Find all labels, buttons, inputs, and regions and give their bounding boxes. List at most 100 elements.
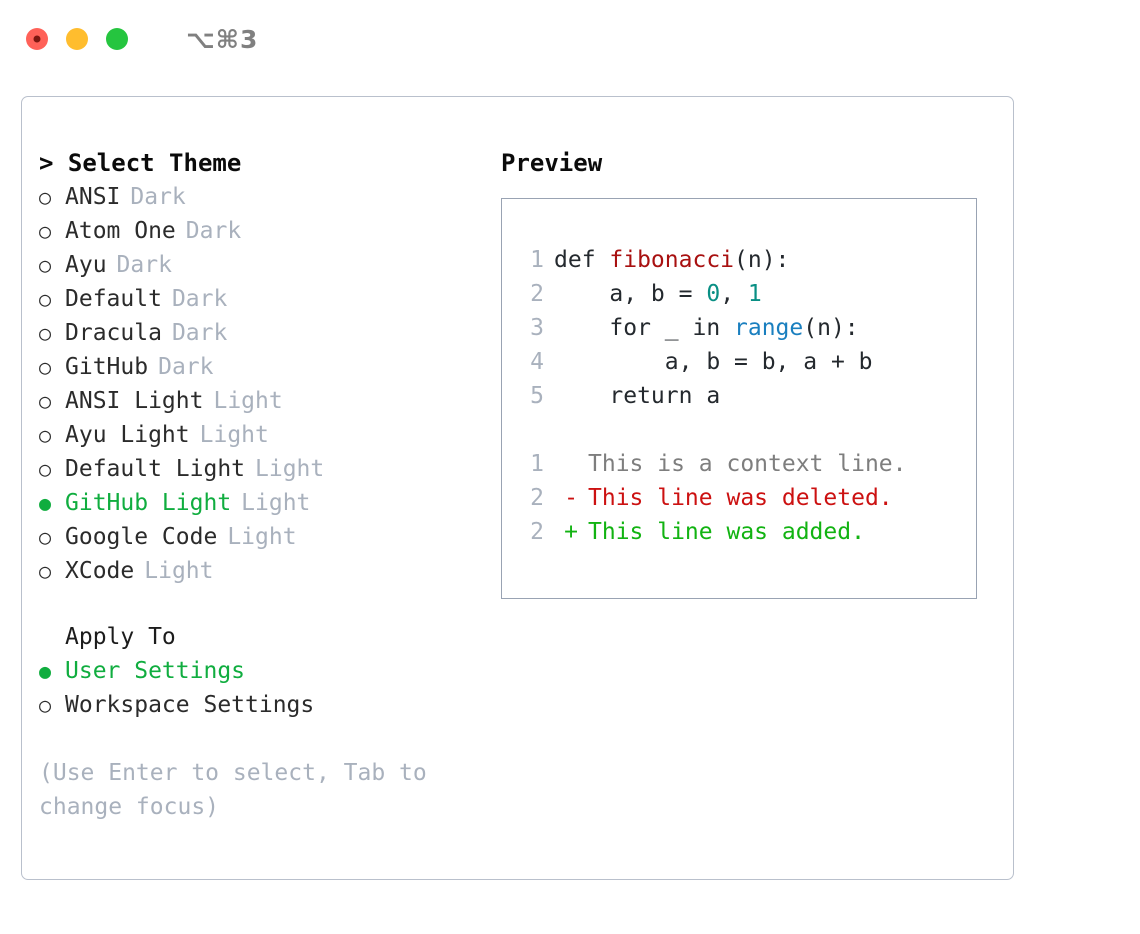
preview-spacer [522, 413, 976, 447]
code-token: a, b = b, a + b [554, 349, 873, 375]
theme-variant-badge: Dark [158, 354, 214, 380]
radio-unselected-icon: ○ [39, 321, 52, 345]
theme-option-github-light[interactable]: ● GitHub Light Light [39, 486, 489, 520]
code-token: def [554, 247, 610, 273]
theme-option-label: GitHub Light [65, 490, 232, 516]
radio-unselected-icon: ○ [39, 389, 52, 413]
theme-variant-badge: Light [199, 422, 269, 448]
theme-option-default-light[interactable]: ○ Default Light Light [39, 452, 489, 486]
radio-unselected-icon: ○ [39, 559, 52, 583]
radio-unselected-icon: ○ [39, 423, 52, 447]
theme-option-label: XCode [65, 558, 135, 584]
code-token: 1 [747, 281, 762, 307]
code-line-content: def fibonacci(n): [554, 243, 789, 277]
diff-sample: 1 This is a context line.2-This line was… [522, 447, 976, 549]
code-line-content: a, b = b, a + b [554, 345, 873, 379]
diff-marker [554, 447, 588, 481]
code-token: 0 [706, 281, 721, 307]
theme-variant-badge: Dark [130, 184, 186, 210]
window-controls [26, 28, 128, 50]
keyboard-shortcut-label: ⌥⌘3 [186, 24, 259, 54]
code-line-number: 2 [530, 281, 544, 307]
theme-variant-badge: Light [213, 388, 283, 414]
radio-selected-icon: ● [39, 659, 52, 683]
maximize-window-icon[interactable] [106, 28, 128, 50]
select-theme-heading: > Select Theme [39, 149, 242, 177]
theme-variant-badge: Light [241, 490, 311, 516]
radio-unselected-icon: ○ [39, 457, 52, 481]
diff-line-del: 2-This line was deleted. [522, 481, 976, 515]
code-line-number: 1 [530, 247, 544, 273]
diff-marker: - [564, 485, 578, 511]
code-line: 2 a, b = 0, 1 [522, 277, 976, 311]
apply-to-option-workspace-settings[interactable]: ○ Workspace Settings [39, 688, 489, 722]
diff-line-number: 2 [530, 519, 544, 545]
theme-option-label: GitHub [65, 354, 149, 380]
diff-line-number: 2 [530, 485, 544, 511]
theme-option-label: Ayu Light [65, 422, 190, 448]
apply-to-option-label: Workspace Settings [65, 692, 315, 718]
radio-unselected-icon: ○ [39, 253, 52, 277]
theme-option-ayu[interactable]: ○ Ayu Dark [39, 248, 489, 282]
close-window-icon[interactable] [26, 28, 48, 50]
code-token: , [720, 281, 748, 307]
theme-variant-badge: Dark [116, 252, 172, 278]
radio-unselected-icon: ○ [39, 219, 52, 243]
diff-marker: + [564, 519, 578, 545]
theme-variant-badge: Dark [171, 320, 228, 346]
code-line: 4 a, b = b, a + b [522, 345, 976, 379]
radio-selected-icon: ● [39, 491, 52, 515]
apply-to-heading: Apply To [65, 624, 176, 650]
minimize-window-icon[interactable] [66, 28, 88, 50]
theme-option-label: Ayu [65, 252, 107, 278]
code-line: 5 return a [522, 379, 976, 413]
theme-option-label: Default Light [65, 456, 246, 482]
radio-unselected-icon: ○ [39, 287, 52, 311]
diff-line-context: 1 This is a context line. [522, 447, 976, 481]
apply-to-option-user-settings[interactable]: ●User Settings [39, 654, 489, 688]
theme-option-xcode[interactable]: ○ XCode Light [39, 554, 489, 588]
radio-unselected-icon: ○ [39, 693, 52, 717]
diff-line-number: 1 [530, 451, 544, 477]
code-token: (n): [803, 315, 859, 341]
code-token: return a [554, 383, 721, 409]
code-line: 1 def fibonacci(n): [522, 243, 976, 277]
theme-option-label: ANSI [65, 184, 121, 210]
code-line-content: for _ in range(n): [554, 311, 859, 345]
radio-unselected-icon: ○ [39, 525, 52, 549]
code-token: fibonacci [609, 247, 735, 273]
code-token: a, b = [554, 281, 707, 307]
apply-to-list[interactable]: ●User Settings ○ Workspace Settings [39, 654, 489, 722]
theme-option-label: Atom One [65, 218, 176, 244]
code-line-number: 3 [530, 315, 544, 341]
theme-option-ayu-light[interactable]: ○ Ayu Light Light [39, 418, 489, 452]
theme-variant-badge: Light [255, 456, 325, 482]
code-line-content: return a [554, 379, 720, 413]
apply-to-section: Apply To ●User Settings ○ Workspace Settin… [39, 620, 489, 722]
code-line-number: 5 [530, 383, 544, 409]
theme-option-label: Dracula [65, 320, 162, 346]
theme-option-label: Default [65, 286, 162, 312]
theme-option-dracula[interactable]: ○ Dracula Dark [39, 316, 489, 350]
theme-option-label: Google Code [65, 524, 218, 550]
theme-variant-badge: Light [144, 558, 214, 584]
diff-line-text: This line was deleted. [588, 485, 893, 511]
code-line-content: a, b = 0, 1 [554, 277, 762, 311]
diff-line-text: This line was added. [588, 519, 865, 545]
preview-heading: Preview [501, 149, 603, 177]
title-bar: ⌥⌘3 [0, 0, 1140, 78]
